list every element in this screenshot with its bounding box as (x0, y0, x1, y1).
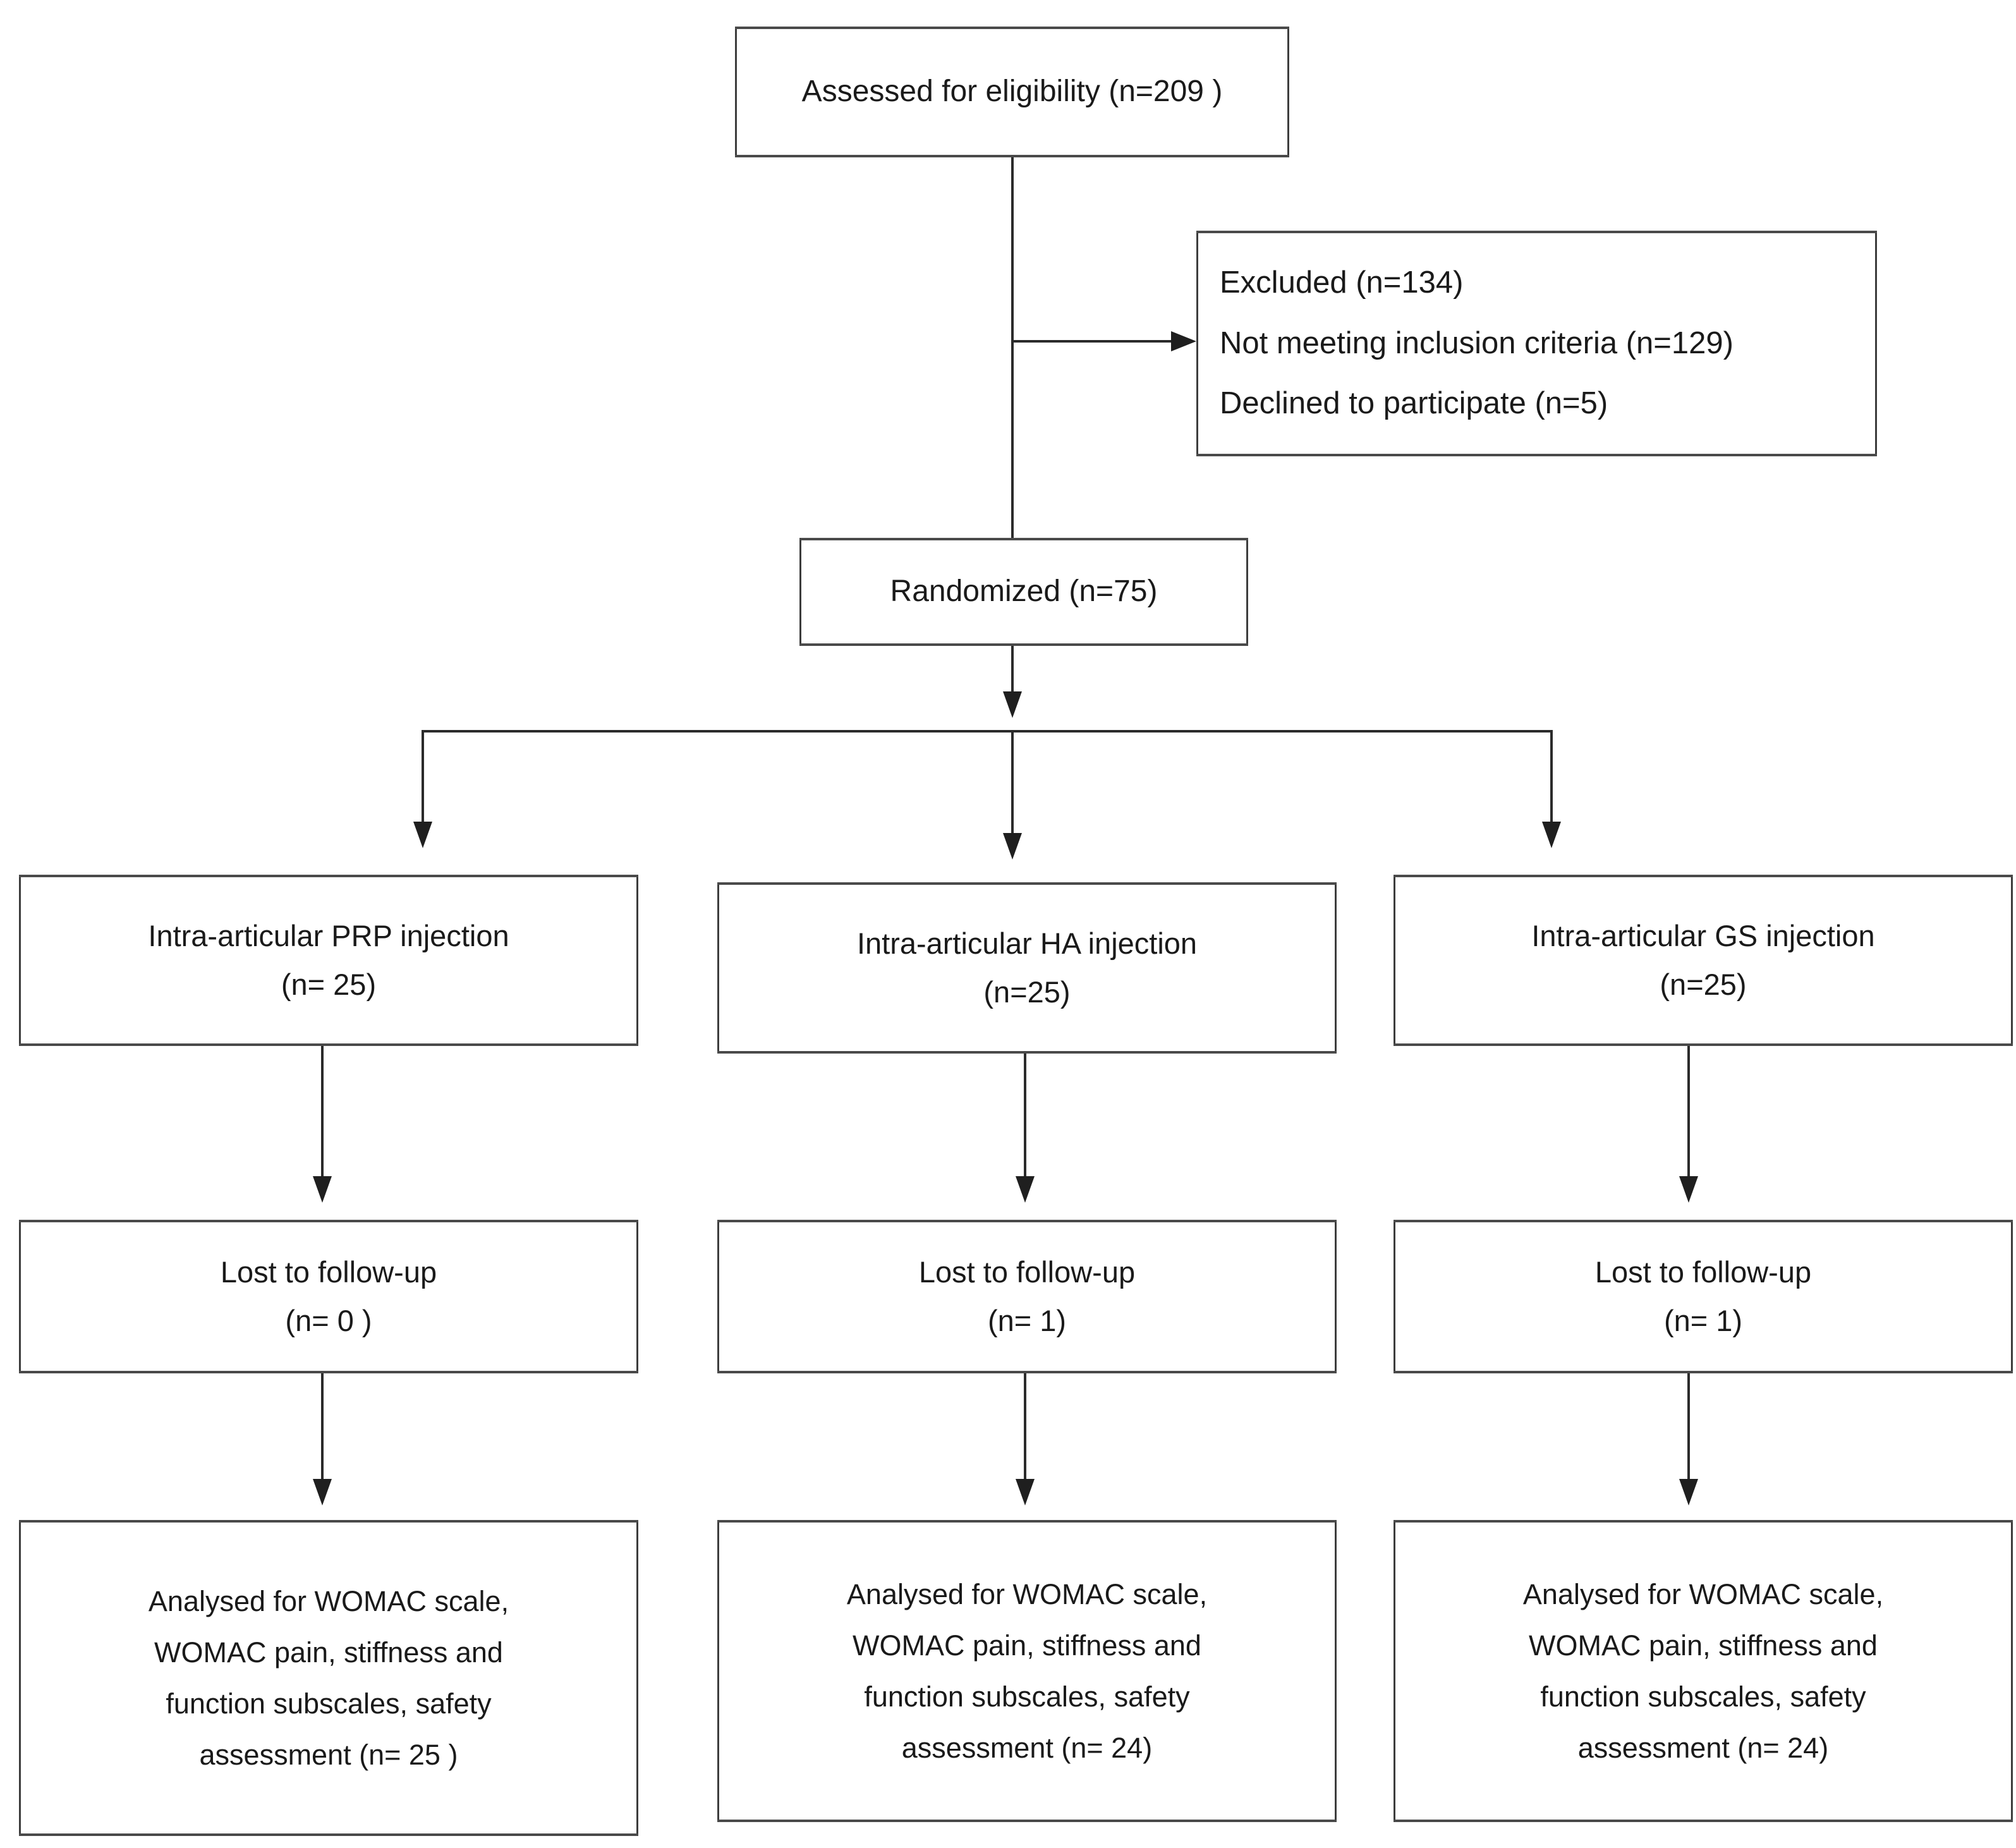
node-allocation-ha: Intra-articular HA injection (n=25) (717, 882, 1337, 1054)
node-followup-prp-label: Lost to follow-up (n= 0 ) (220, 1255, 437, 1337)
node-allocation-gs: Intra-articular GS injection (n=25) (1394, 875, 2013, 1046)
node-followup-ha-label: Lost to follow-up (n= 1) (918, 1255, 1136, 1337)
connector-assessed-to-randomized (1011, 157, 1014, 538)
connector-gs-allocation-to-followup (1687, 1046, 1690, 1194)
connector-bus-drop-prp (422, 730, 424, 839)
arrowhead-analysis-gs (1679, 1479, 1698, 1505)
arrowhead-analysis-prp (313, 1479, 332, 1505)
node-randomized: Randomized (n=75) (799, 538, 1248, 646)
connector-ha-followup-to-analysis (1024, 1373, 1026, 1497)
node-followup-prp: Lost to follow-up (n= 0 ) (19, 1220, 638, 1373)
arrowhead-followup-ha (1016, 1176, 1035, 1203)
node-analysis-gs: Analysed for WOMAC scale, WOMAC pain, st… (1394, 1520, 2013, 1822)
node-randomized-label: Randomized (n=75) (890, 574, 1158, 609)
arrowhead-allocation-gs (1542, 822, 1561, 848)
node-allocation-prp-label: Intra-articular PRP injection (n= 25) (148, 919, 509, 1001)
node-followup-gs-label: Lost to follow-up (n= 1) (1594, 1255, 1812, 1337)
arrowhead-analysis-ha (1016, 1479, 1035, 1505)
node-allocation-ha-label: Intra-articular HA injection (n=25) (856, 927, 1198, 1009)
connector-ha-allocation-to-followup (1024, 1054, 1026, 1194)
arrowhead-followup-prp (313, 1176, 332, 1203)
arrowhead-randomized-bus (1003, 691, 1022, 718)
node-excluded: Excluded (n=134) Not meeting inclusion c… (1196, 231, 1877, 456)
connector-prp-followup-to-analysis (321, 1373, 324, 1497)
node-assessed-for-eligibility: Assessed for eligibility (n=209 ) (735, 27, 1289, 157)
connector-prp-allocation-to-followup (321, 1046, 324, 1194)
node-analysis-ha: Analysed for WOMAC scale, WOMAC pain, st… (717, 1520, 1337, 1822)
node-analysis-prp: Analysed for WOMAC scale, WOMAC pain, st… (19, 1520, 638, 1836)
node-followup-ha: Lost to follow-up (n= 1) (717, 1220, 1337, 1373)
node-allocation-gs-label: Intra-articular GS injection (n=25) (1531, 919, 1875, 1001)
arrowhead-followup-gs (1679, 1176, 1698, 1203)
node-excluded-label: Excluded (n=134) Not meeting inclusion c… (1220, 265, 1734, 421)
node-analysis-ha-label: Analysed for WOMAC scale, WOMAC pain, st… (846, 1578, 1208, 1764)
node-assessed-for-eligibility-label: Assessed for eligibility (n=209 ) (801, 75, 1223, 109)
arrowhead-allocation-prp (413, 822, 432, 848)
node-followup-gs: Lost to follow-up (n= 1) (1394, 1220, 2013, 1373)
node-analysis-prp-label: Analysed for WOMAC scale, WOMAC pain, st… (148, 1585, 509, 1771)
connector-excluded-branch (1011, 340, 1173, 343)
connector-allocation-bus (422, 730, 1553, 733)
connector-gs-followup-to-analysis (1687, 1373, 1690, 1497)
node-allocation-prp: Intra-articular PRP injection (n= 25) (19, 875, 638, 1046)
arrowhead-excluded (1171, 331, 1196, 351)
connector-bus-drop-gs (1550, 730, 1553, 839)
connector-bus-drop-ha (1011, 730, 1014, 850)
connector-randomized-stem (1011, 646, 1014, 714)
arrowhead-allocation-ha (1003, 833, 1022, 860)
node-analysis-gs-label: Analysed for WOMAC scale, WOMAC pain, st… (1522, 1578, 1884, 1764)
